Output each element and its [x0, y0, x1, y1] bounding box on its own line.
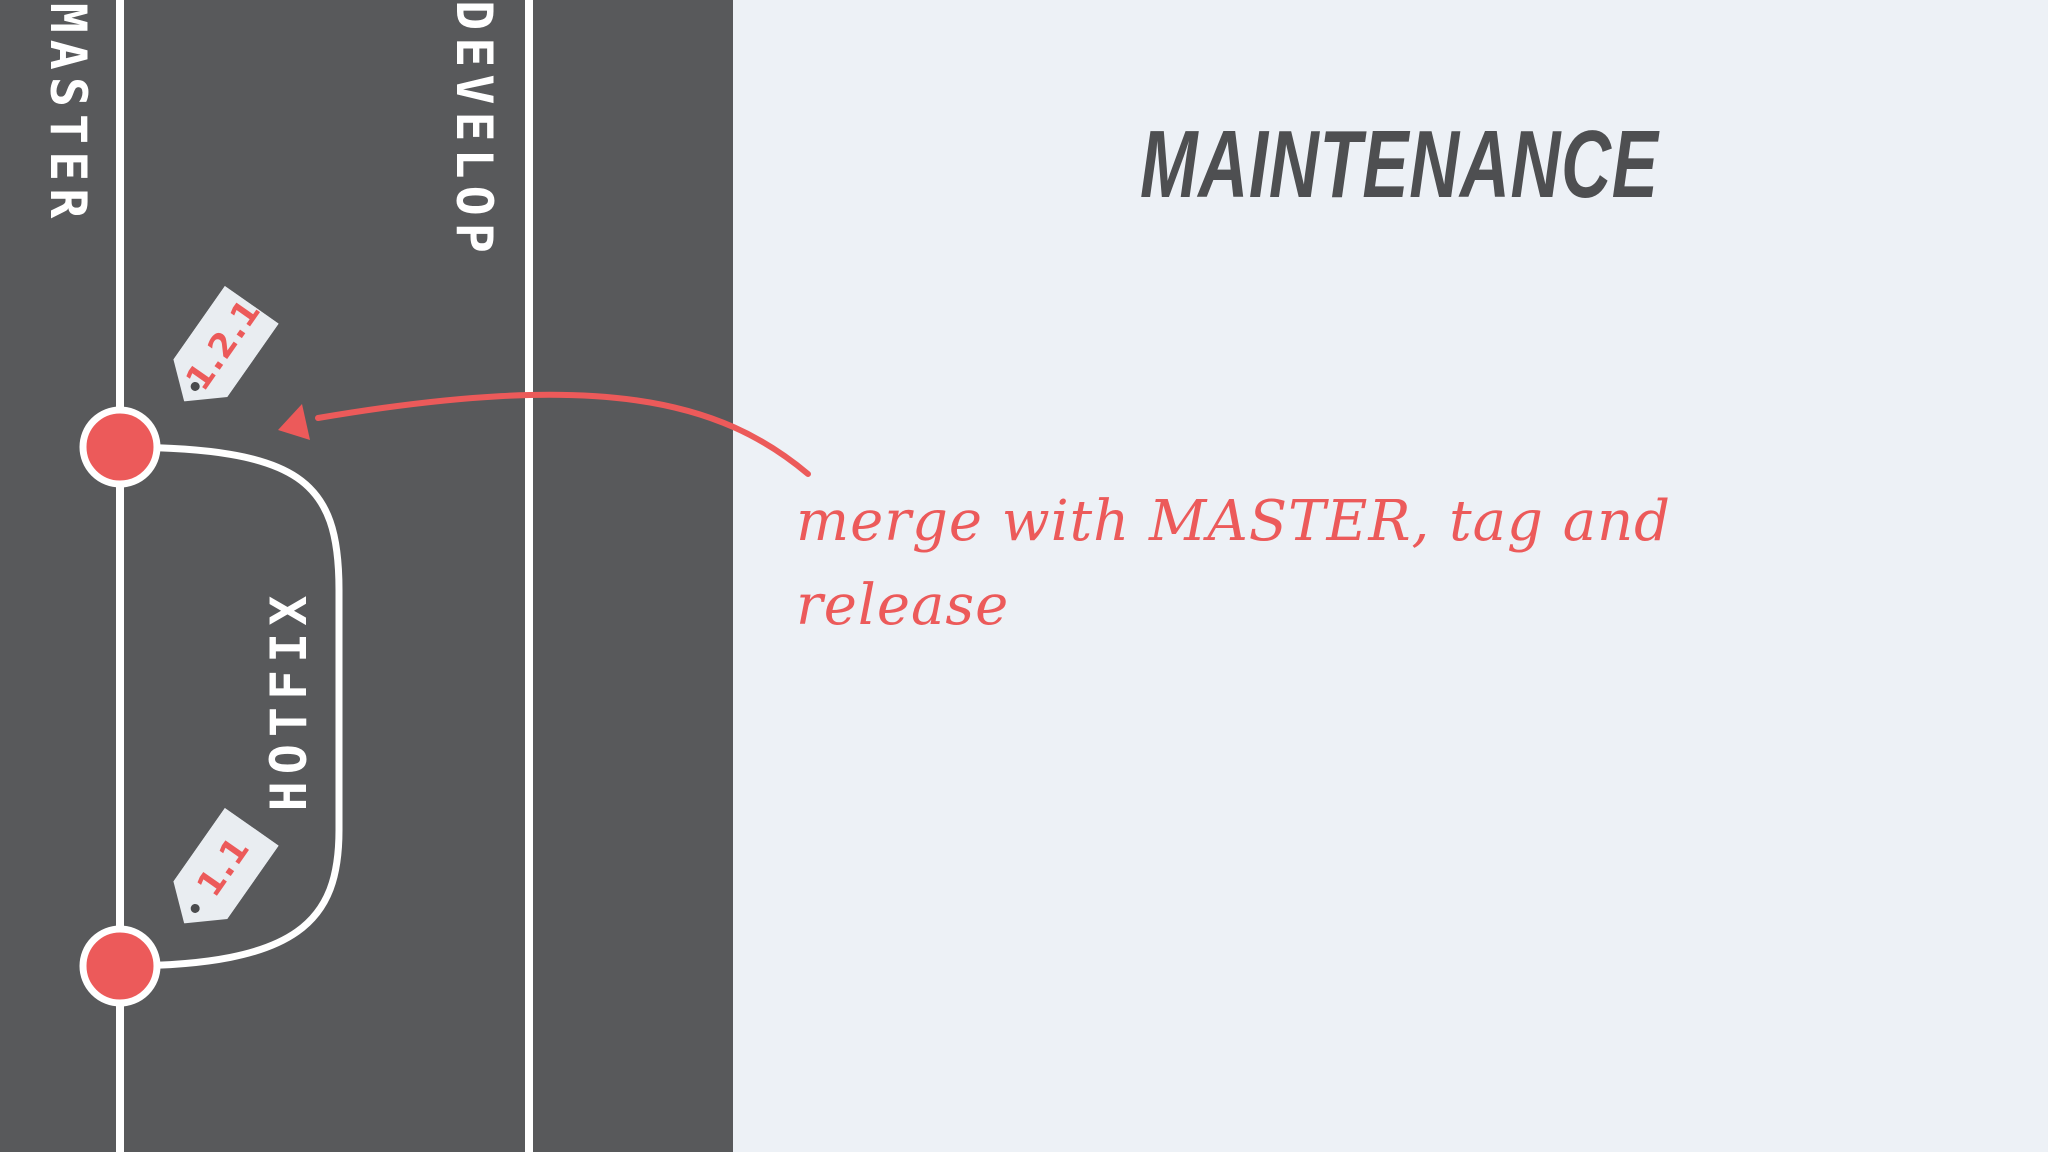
branch-diagram	[79, 0, 533, 1152]
commit-node-start	[79, 925, 161, 1007]
slide-title: MAINTENANCE	[1140, 111, 1659, 218]
hotfix-branch-label: HOTFIX	[260, 588, 318, 812]
develop-branch-label: DEVELOP	[445, 0, 503, 260]
commit-node-merge	[79, 406, 161, 488]
diagram-panel: MASTER DEVELOP HOTFIX 1.2.1 1.1	[0, 0, 733, 1152]
annotation-text: merge with MASTER, tag and release	[796, 489, 1671, 638]
master-branch-label: MASTER	[39, 2, 97, 226]
hotfix-branch-line	[119, 443, 343, 970]
